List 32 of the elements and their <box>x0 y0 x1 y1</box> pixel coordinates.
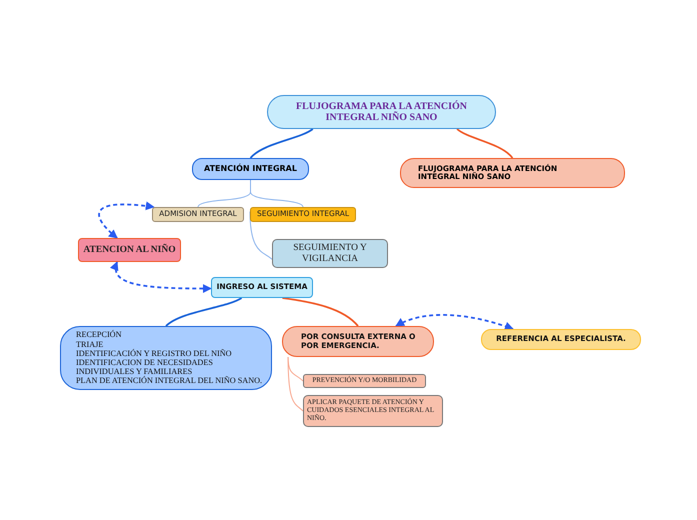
topic-box <box>303 374 426 388</box>
topic-text: INDIVIDUALES Y FAMILIARES <box>76 367 194 376</box>
connector-line <box>456 128 514 159</box>
topic-box <box>481 329 641 350</box>
topic-box <box>282 326 434 357</box>
connector-line <box>282 297 359 327</box>
topic-box <box>400 158 625 188</box>
connector-line <box>288 356 304 412</box>
topic-box <box>303 395 443 427</box>
topic-box <box>60 326 272 390</box>
topic-text: ATENCIÓN INTEGRAL <box>203 164 298 174</box>
connector-line <box>250 128 314 159</box>
dashed-arrow <box>395 314 514 331</box>
dashed-arrow <box>98 202 155 239</box>
topic-box <box>78 238 181 262</box>
topic-text: FLUJOGRAMA PARA LA ATENCIÓN INTEGRAL NIÑO SANO <box>294 100 468 124</box>
topic-box <box>192 158 309 180</box>
dashed-arrow <box>110 261 212 294</box>
topic-text: IDENTIFICACION DE NECESIDADES <box>76 358 214 368</box>
topic-text: IDENTIFICACIÓN Y REGISTRO DEL NIÑO <box>76 348 233 358</box>
topic-box <box>272 239 388 268</box>
connector-line <box>250 180 304 208</box>
topic-box <box>152 207 244 222</box>
topic-box <box>250 207 356 222</box>
topic-text: PLAN DE ATENCIÓN INTEGRAL DEL NIÑO SANO. <box>76 376 264 386</box>
connector-line <box>165 297 242 327</box>
topic-text: ATENCION AL NIÑO <box>82 244 177 256</box>
topic-text: RECEPCIÓN <box>76 330 122 340</box>
topic-text: TRIAJE <box>76 340 104 349</box>
topic-box <box>211 277 313 298</box>
topic-text: SEGUIMIENTO Y VIGILANCIA <box>292 242 368 264</box>
topic-box <box>267 95 496 129</box>
